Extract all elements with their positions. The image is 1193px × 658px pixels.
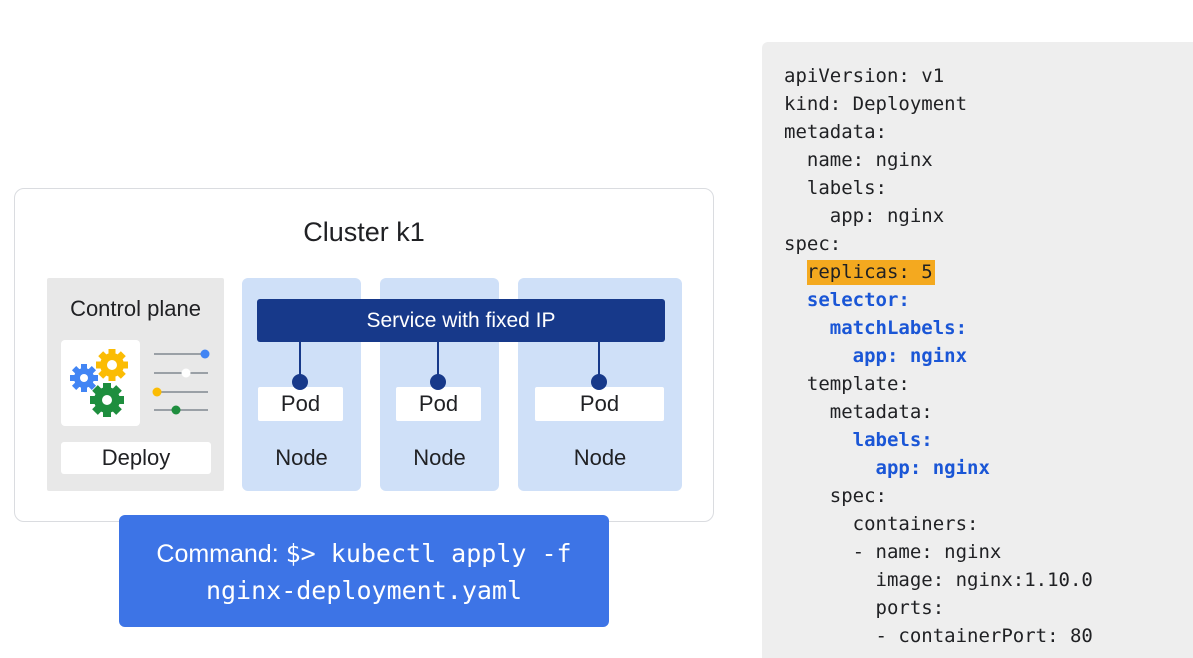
yaml-line: name: nginx [784, 146, 1093, 174]
connector-dot-2 [430, 374, 446, 390]
yaml-line-text: metadata: [829, 401, 933, 423]
gears-icon [61, 340, 140, 426]
service-connector-3 [598, 342, 600, 381]
control-plane: Control plane [47, 278, 224, 491]
yaml-line: - name: nginx [784, 538, 1093, 566]
yaml-line-text: containers: [852, 513, 979, 535]
yaml-line-text: ports: [875, 597, 945, 619]
yaml-line-text: labels: [852, 429, 933, 451]
control-plane-title: Control plane [70, 296, 201, 321]
node-label: Node [275, 445, 328, 470]
pod-3: Pod [535, 387, 664, 421]
yaml-line: matchLabels: [784, 314, 1093, 342]
yaml-line-text: app: nginx [875, 457, 990, 479]
yaml-line: template: [784, 370, 1093, 398]
yaml-line-text: image: nginx:1.10.0 [875, 569, 1093, 591]
yaml-line: ports: [784, 594, 1093, 622]
command-line-1: Command: $> kubectl apply -f [119, 536, 609, 573]
service-bar: Service with fixed IP [257, 299, 665, 342]
service-connector-1 [299, 342, 301, 381]
yaml-line: app: nginx [784, 342, 1093, 370]
command-prefix: Command: [156, 540, 286, 568]
yaml-line-text: app: nginx [829, 205, 945, 227]
yaml-line-text: template: [806, 373, 910, 395]
node-label: Node [573, 445, 627, 470]
yaml-line: replicas: 5 [784, 258, 1093, 286]
yaml-highlighted-text: replicas: 5 [806, 260, 935, 285]
yaml-line-text: app: nginx [852, 345, 968, 367]
yaml-line: image: nginx:1.10.0 [784, 566, 1093, 594]
yaml-line: labels: [784, 426, 1093, 454]
command-line-2: nginx-deployment.yaml [205, 576, 523, 605]
yaml-line-text: kind: Deployment [784, 93, 968, 115]
yaml-line: app: nginx [784, 454, 1093, 482]
yaml-line: metadata: [784, 398, 1093, 426]
deploy-box: Deploy [61, 442, 211, 474]
pod-1: Pod [258, 387, 343, 421]
yaml-line-text: name: nginx [806, 149, 933, 171]
yaml-line-text: - containerPort: 80 [875, 625, 1093, 647]
yaml-line: kind: Deployment [784, 90, 1093, 118]
yaml-line: spec: [784, 482, 1093, 510]
yaml-line-text: selector: [806, 289, 910, 311]
yaml-line: apiVersion: v1 [784, 62, 1093, 90]
node-label: Node [413, 445, 466, 470]
command-code: $> kubectl apply -f [285, 539, 572, 568]
connector-dot-1 [292, 374, 308, 390]
yaml-line-text: spec: [829, 485, 887, 507]
yaml-line: spec: [784, 230, 1093, 258]
yaml-line: selector: [784, 286, 1093, 314]
yaml-line: metadata: [784, 118, 1093, 146]
command-box: Command: $> kubectl apply -f nginx-deplo… [119, 515, 609, 627]
yaml-line-text: matchLabels: [829, 317, 968, 339]
yaml-line-text: labels: [806, 177, 887, 199]
cluster-title: Cluster k1 [303, 217, 425, 247]
yaml-line-text: spec: [784, 233, 842, 255]
yaml-line: labels: [784, 174, 1093, 202]
yaml-line-text: metadata: [784, 121, 887, 143]
yaml-line: containers: [784, 510, 1093, 538]
service-connector-2 [437, 342, 439, 381]
sliders-icon [150, 346, 212, 416]
connector-dot-3 [591, 374, 607, 390]
pod-2: Pod [396, 387, 481, 421]
yaml-line: - containerPort: 80 [784, 622, 1093, 650]
yaml-line-text: - name: nginx [852, 541, 1002, 563]
yaml-line: app: nginx [784, 202, 1093, 230]
yaml-line-text: apiVersion: v1 [784, 65, 945, 87]
